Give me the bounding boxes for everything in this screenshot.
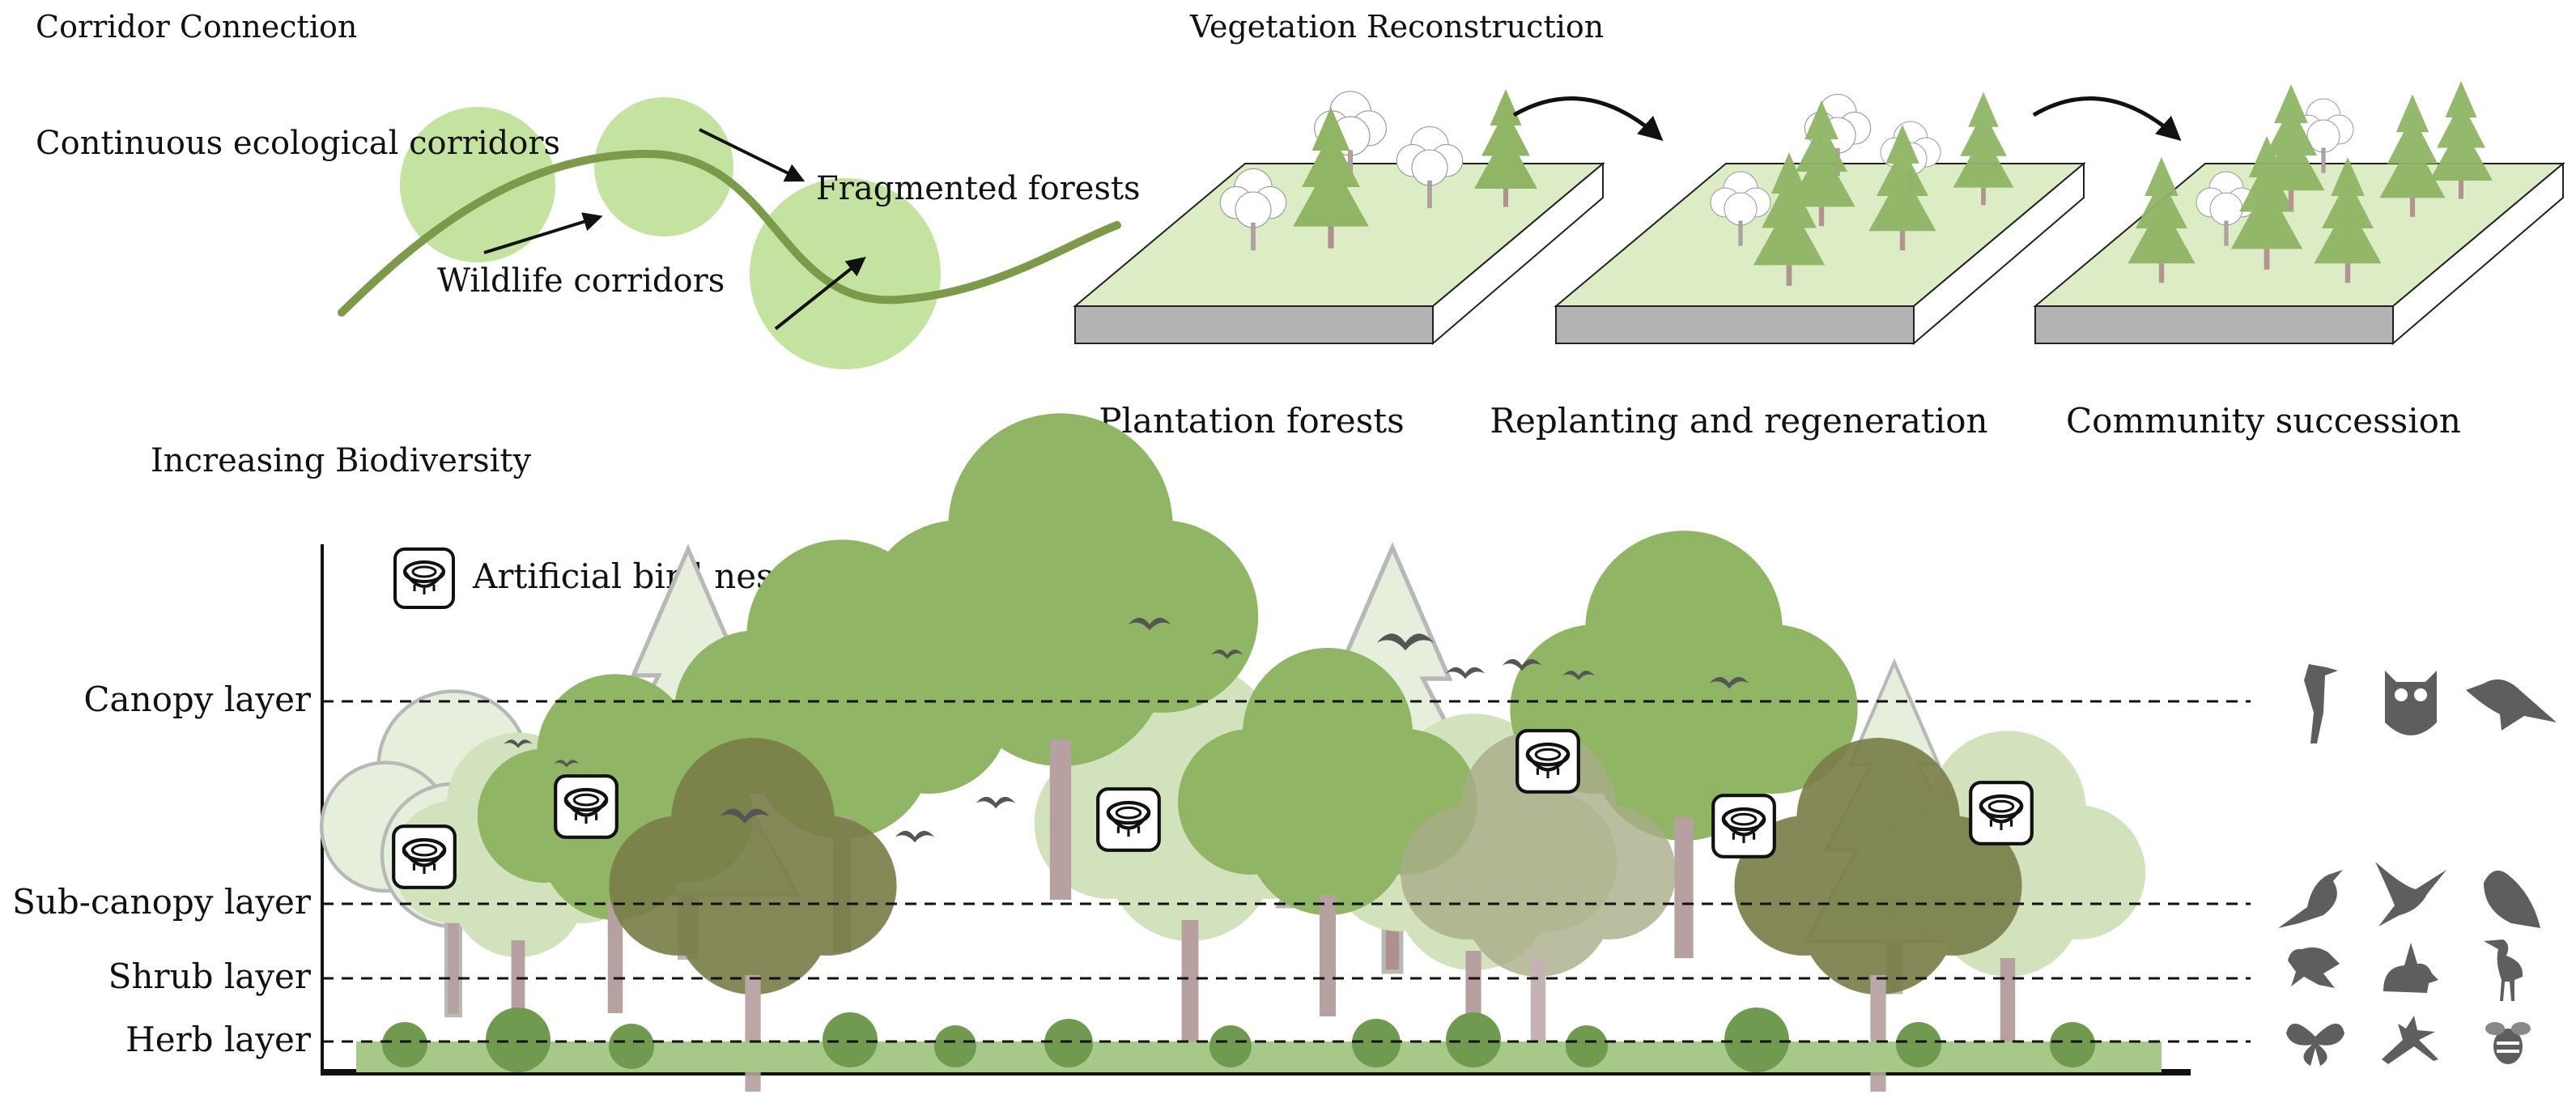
corridor-path (338, 149, 1121, 317)
wildlife-corridors-label: Wildlife corridors (437, 262, 725, 300)
nest-icon-1 (393, 826, 455, 888)
stage-label-2: Replanting and regeneration (1490, 401, 1987, 441)
corridor-connection-panel: Corridor Connection Continuous ecologica… (36, 9, 1141, 369)
bee-icon (2485, 1022, 2531, 1064)
succession-arrow-2 (2032, 96, 2182, 141)
vegetation-reconstruction-panel: Vegetation Reconstruction (1073, 9, 2565, 441)
owl-icon (2385, 671, 2437, 735)
biodiversity-title: Increasing Biodiversity (151, 442, 531, 479)
arrow-wildlife-2 (774, 257, 866, 330)
sparrow-icon (2484, 870, 2540, 928)
stage-label-3: Community succession (2066, 401, 2461, 441)
mantis-icon (2382, 1016, 2438, 1064)
nest-legend-icon (393, 547, 455, 609)
layer-label-subcanopy: Sub-canopy layer (12, 882, 312, 922)
nest-icon-5 (1713, 795, 1775, 857)
nest-legend: Artificial bird nests (393, 547, 805, 609)
stage-label-1: Plantation forests (1099, 401, 1404, 441)
crow-icon (2466, 679, 2557, 731)
herb-strip (356, 1041, 2162, 1072)
layer-label-herb: Herb layer (125, 1020, 312, 1059)
arrow-wildlife-1 (483, 212, 603, 254)
nest-icon-3 (1098, 789, 1159, 850)
layer-label-canopy: Canopy layer (83, 679, 312, 719)
herb-bushes (382, 1007, 2095, 1072)
succession-arrow-1 (1512, 96, 1664, 141)
butterfly-icon (2286, 1023, 2344, 1066)
arrow-to-fragmented (699, 128, 806, 182)
nest-icon-6 (1970, 782, 2032, 844)
animal-icons (2278, 664, 2557, 1066)
corridor-title: Corridor Connection (36, 9, 357, 45)
frog-icon (2288, 947, 2340, 988)
swallow-icon (2375, 862, 2446, 926)
fragmented-forests-label: Fragmented forests (816, 170, 1141, 207)
vegetation-title: Vegetation Reconstruction (1189, 9, 1604, 45)
nest-legend-label: Artificial bird nests (472, 556, 805, 596)
layer-label-shrub: Shrub layer (108, 956, 312, 996)
biodiversity-panel: Increasing Biodiversity Artificial bird … (12, 413, 2557, 1092)
heron-icon (2484, 939, 2523, 1001)
plot-succession (2033, 81, 2565, 346)
songbird-icon (2278, 870, 2343, 928)
nest-icon-2 (555, 776, 617, 837)
forest-patch-2 (594, 97, 733, 236)
plot-replanting (1554, 92, 2086, 346)
layer-lines (322, 700, 2251, 1043)
woodpecker-icon (2304, 664, 2338, 743)
plot-plantation (1073, 89, 1605, 346)
continuous-corridors-label: Continuous ecological corridors (36, 125, 560, 162)
forest-patch-1 (400, 107, 555, 262)
rabbit-icon (2383, 943, 2438, 993)
nest-icon-4 (1517, 731, 1579, 792)
